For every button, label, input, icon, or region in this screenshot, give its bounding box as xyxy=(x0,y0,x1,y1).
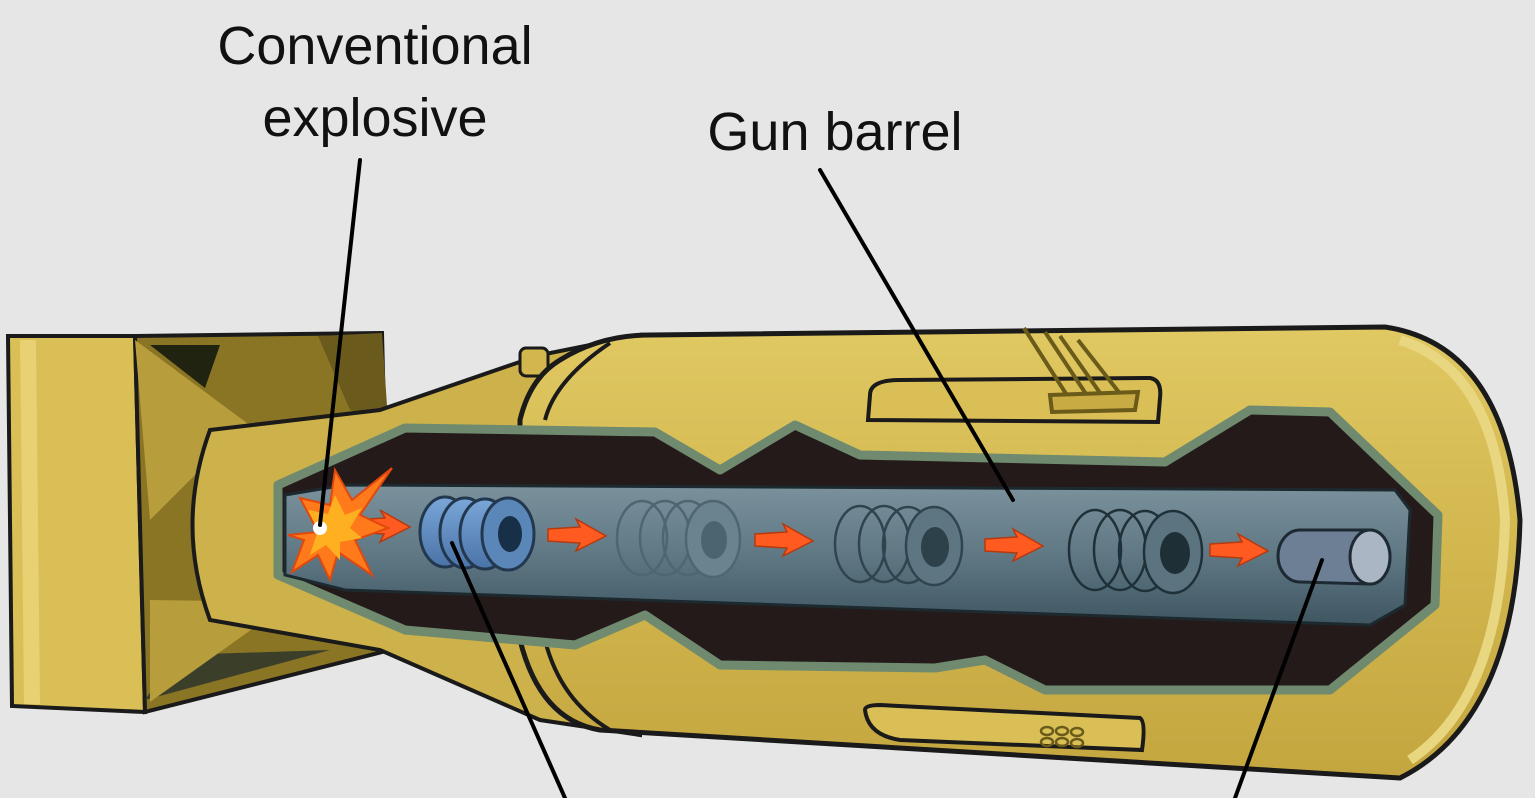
label-explosive-line-2: explosive xyxy=(262,88,488,148)
projectile-trace-2 xyxy=(833,504,964,587)
label-conventional-explosive: Conventional explosive xyxy=(150,10,600,154)
projectile-trace-3 xyxy=(1067,508,1204,595)
explosion-burst-icon xyxy=(287,466,393,583)
leader-lines xyxy=(318,158,1324,798)
label-explosive-line-1: Conventional xyxy=(217,16,533,76)
projectile-trace-1 xyxy=(615,499,742,579)
label-gun-barrel: Gun barrel xyxy=(707,102,963,162)
antenna xyxy=(1022,326,1141,415)
vent-holes xyxy=(1039,725,1085,749)
leader-line-barrel xyxy=(818,168,1015,502)
uranium-projectile xyxy=(418,495,536,572)
leader-line-projectile xyxy=(450,541,567,798)
leader-line-target xyxy=(1233,558,1324,798)
lug xyxy=(518,346,550,378)
uranium-target xyxy=(1276,528,1392,586)
leader-line-explosive xyxy=(318,158,362,527)
